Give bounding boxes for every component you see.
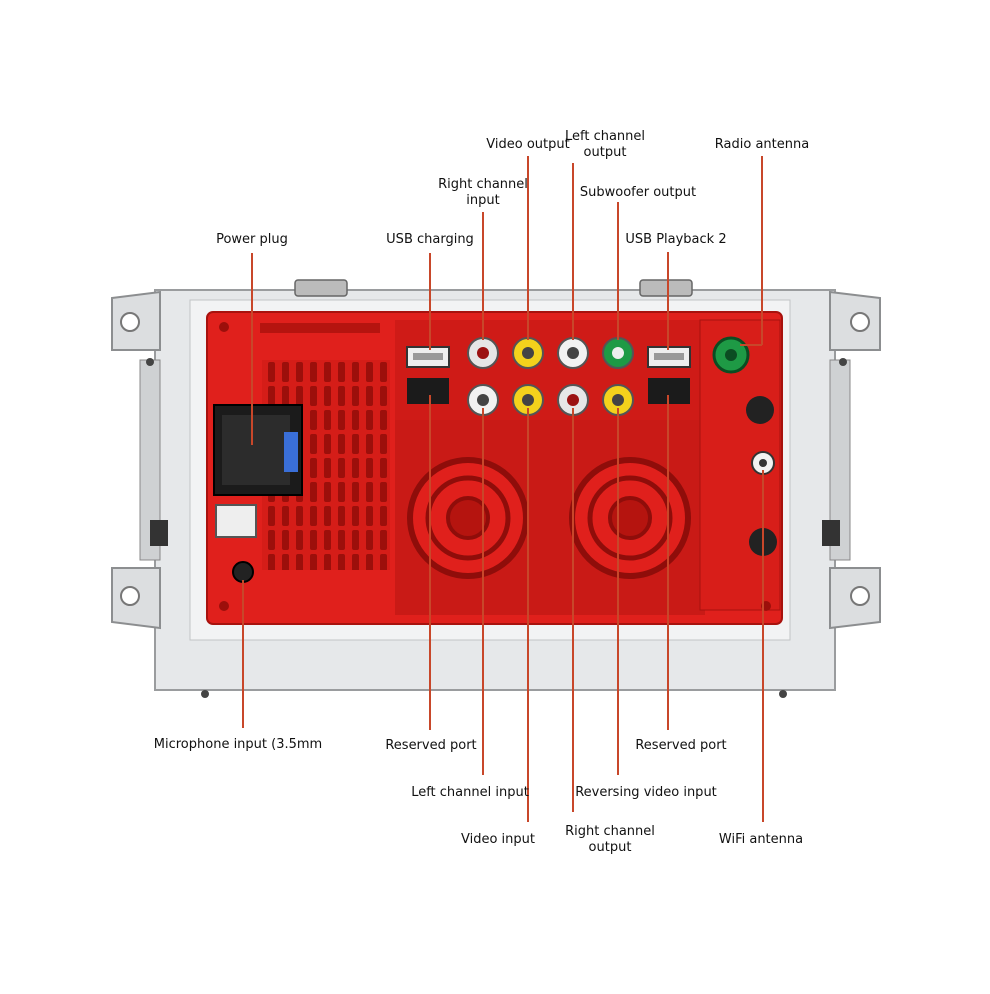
label-reserved-port-right: Reserved port	[635, 738, 727, 753]
microphone-jack	[232, 561, 254, 583]
label-right-channel-input: Right channel input	[438, 177, 528, 208]
leader-lines	[242, 156, 764, 822]
rca-video-output	[512, 337, 544, 369]
cooling-fan-right	[569, 457, 691, 579]
label-radio-antenna: Radio antenna	[714, 137, 810, 152]
label-usb-charging: USB charging	[386, 232, 474, 247]
label-reserved-port-left: Reserved port	[385, 738, 477, 753]
rca-left-channel-input	[467, 384, 499, 416]
label-wifi-antenna: WiFi antenna	[718, 832, 804, 847]
cooling-fan-left	[407, 457, 529, 579]
label-video-input: Video input	[461, 832, 535, 847]
label-left-channel-input: Left channel input	[411, 785, 529, 800]
usb-charging-port	[406, 346, 450, 368]
power-plug-connector	[213, 404, 303, 496]
label-usb-playback-2: USB Playback 2	[625, 232, 727, 247]
gps-socket	[746, 396, 774, 424]
label-left-channel-output: Left channel output	[564, 129, 646, 160]
label-right-channel-output: Right channel output	[565, 824, 655, 855]
label-microphone-input: Microphone input (3.5mm	[153, 737, 323, 752]
radio-antenna-socket	[712, 336, 750, 374]
rca-right-channel-output	[557, 384, 589, 416]
aux-connector	[215, 504, 257, 538]
label-subwoofer-output: Subwoofer output	[579, 185, 697, 200]
rca-right-channel-input	[467, 337, 499, 369]
label-video-output: Video output	[486, 137, 570, 152]
rca-left-channel-output	[557, 337, 589, 369]
reserved-port-left	[407, 378, 449, 404]
rca-subwoofer-output	[602, 337, 634, 369]
label-reversing-video-input: Reversing video input	[575, 785, 717, 800]
label-power-plug: Power plug	[216, 232, 288, 247]
